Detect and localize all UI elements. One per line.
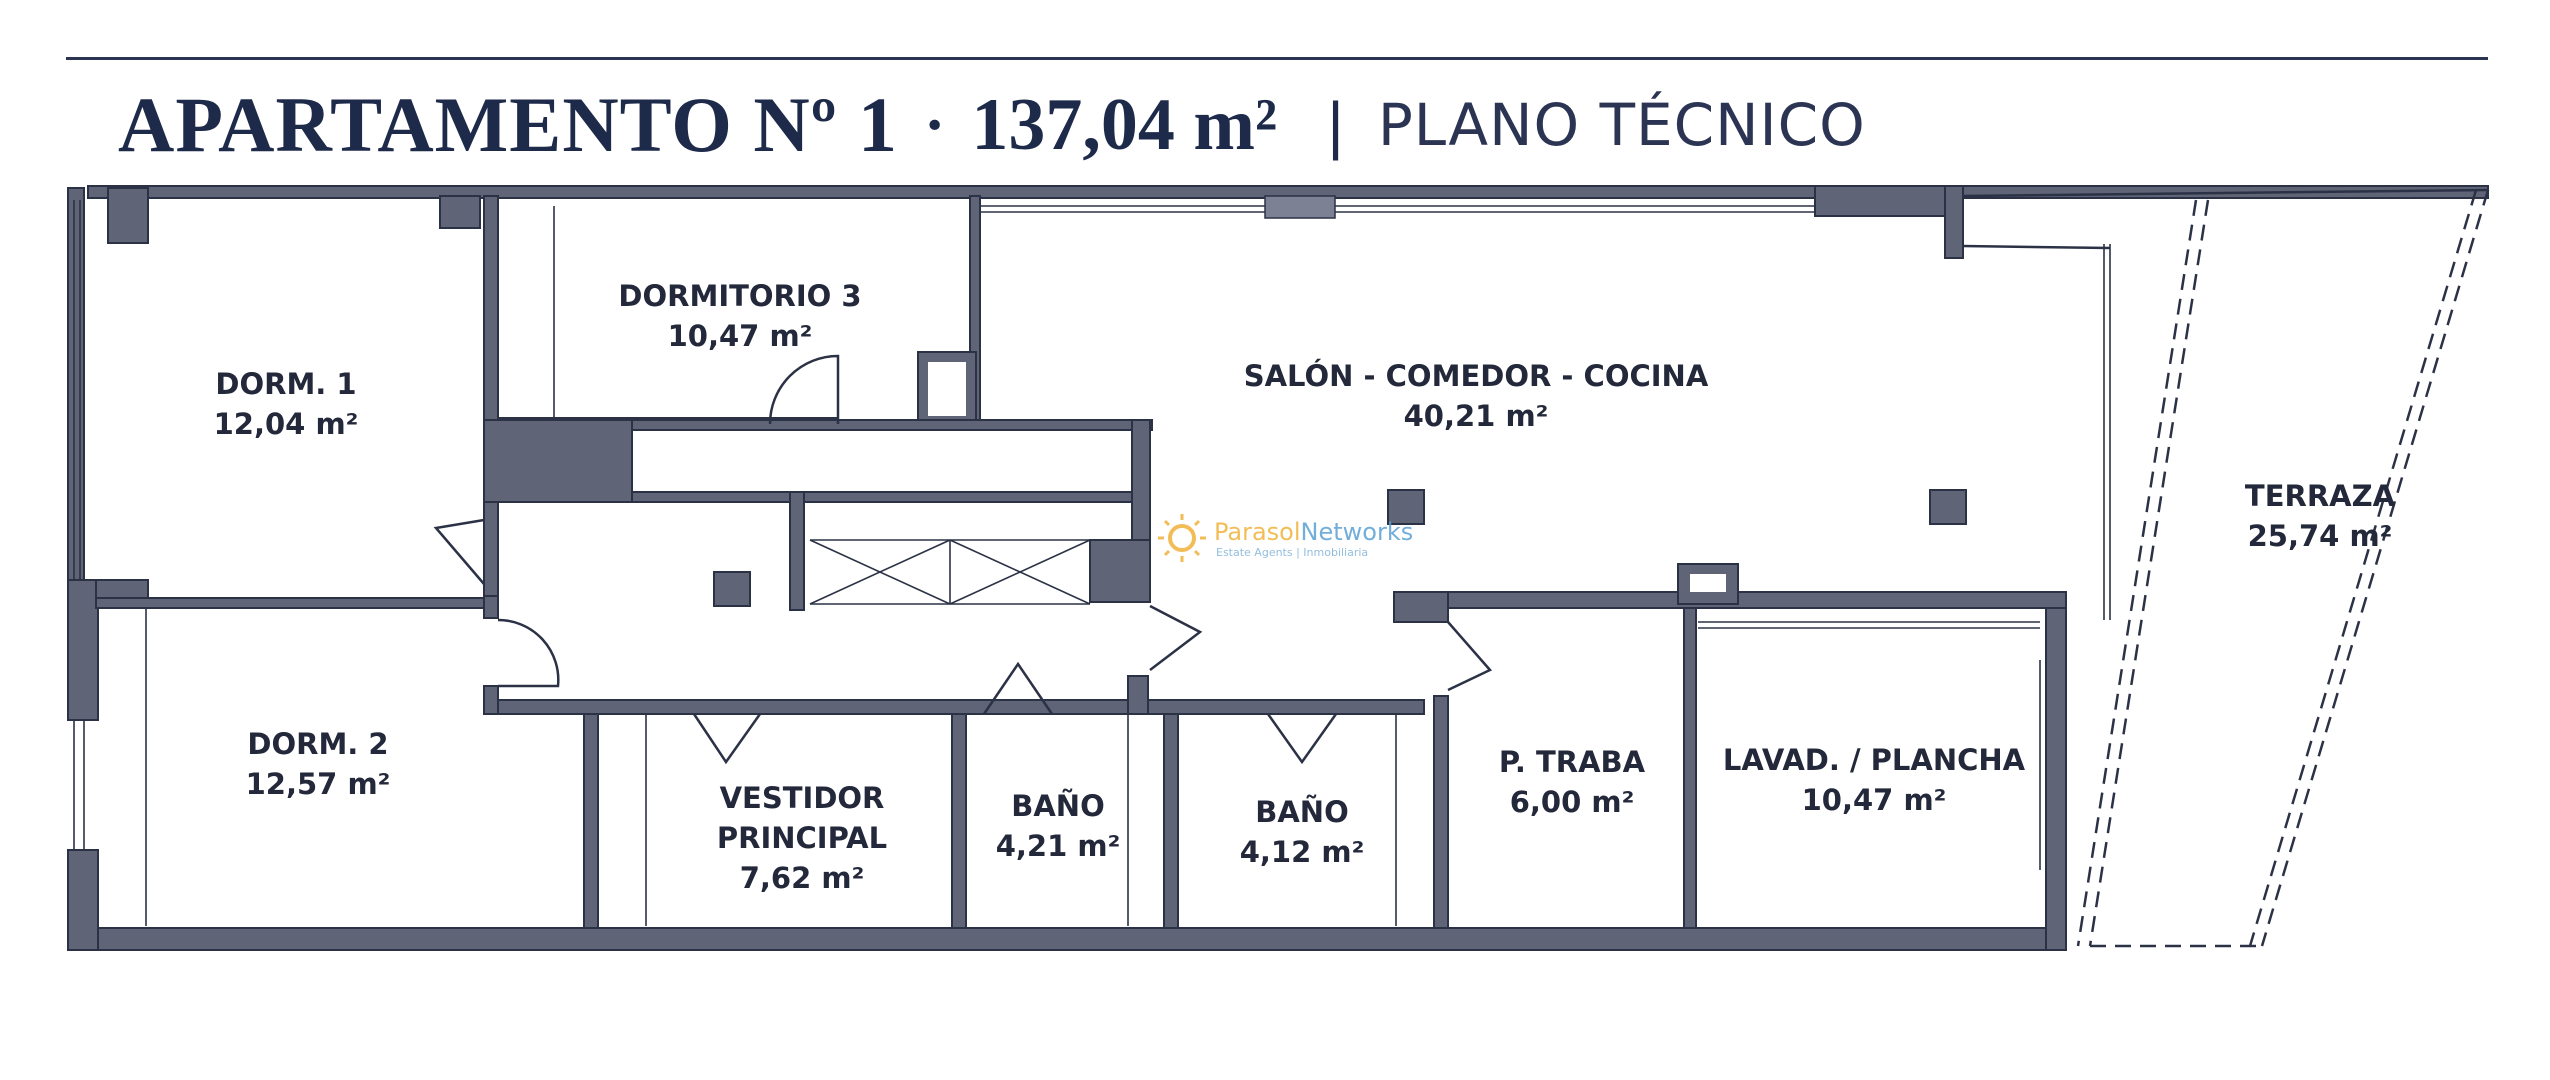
watermark-brand-part1: Parasol — [1214, 518, 1301, 546]
room-name-bano1: BAÑO — [1011, 789, 1104, 823]
wall-corridor-left — [483, 595, 499, 619]
room-area-vestidor: 7,62 m² — [740, 861, 865, 895]
title-divider: | — [1327, 89, 1344, 161]
right-wall-lavad — [2045, 597, 2067, 951]
wall-dorm2-right — [583, 713, 599, 929]
apartment-title: APARTAMENTO Nº 1 — [118, 81, 899, 168]
room-area-bano1: 4,21 m² — [996, 829, 1121, 863]
terrace — [1962, 188, 2490, 948]
wall-dorm1-right — [483, 195, 499, 597]
wall-dorm1-bottom — [95, 597, 485, 609]
room-name-terraza: TERRAZA — [2245, 479, 2396, 513]
staircase — [809, 539, 1091, 605]
exterior-walls — [67, 185, 2489, 951]
bottom-wall — [67, 927, 2047, 951]
left-wall-upper — [67, 187, 85, 589]
room-name-vestidor-2: PRINCIPAL — [717, 821, 887, 855]
block-corridor-left — [483, 419, 633, 503]
pier-top-right-drop — [1944, 185, 1964, 259]
sliding-doors — [145, 206, 2040, 926]
wall-vestidor-right — [951, 713, 967, 929]
wall-stair-mid — [631, 491, 1133, 503]
room-name-dorm3: DORMITORIO 3 — [618, 279, 861, 313]
room-area-salon: 40,21 m² — [1404, 399, 1549, 433]
apartment-total-area: 137,04 m² — [971, 83, 1278, 166]
doors — [433, 354, 1493, 765]
room-name-bano2: BAÑO — [1255, 795, 1348, 829]
interior-walls — [95, 195, 2067, 929]
column-salon-2 — [1929, 489, 1967, 525]
column-salon-1 — [1387, 489, 1425, 525]
top-windows — [978, 195, 1815, 219]
pier-top-right — [1814, 185, 1961, 217]
room-name-ptraba: P. TRABA — [1499, 745, 1646, 779]
wall-stair-top — [631, 419, 1153, 431]
room-name-dorm2: DORM. 2 — [247, 727, 388, 761]
room-area-lavad: 10,47 m² — [1802, 783, 1947, 817]
watermark-brand-part2: Networks — [1301, 518, 1414, 546]
room-area-dorm1: 12,04 m² — [214, 407, 359, 441]
room-labels: DORM. 1 12,04 m² DORMITORIO 3 10,47 m² S… — [214, 279, 2396, 895]
wall-bano1-right — [1163, 713, 1179, 929]
page-header: APARTAMENTO Nº 1 · 137,04 m² | PLANO TÉC… — [118, 70, 1866, 180]
room-name-dorm1: DORM. 1 — [215, 367, 356, 401]
sun-icon — [1158, 514, 1206, 562]
wall-corridor-bottom — [483, 699, 1425, 715]
pier-service-corner — [1393, 591, 1449, 623]
wall-bano2-right — [1433, 695, 1449, 929]
room-area-terraza: 25,74 m² — [2248, 519, 2393, 553]
left-wall-lower — [67, 579, 99, 721]
left-windows — [73, 200, 85, 850]
room-name-vestidor-1: VESTIDOR — [720, 781, 885, 815]
pier-corridor-right — [1127, 675, 1149, 715]
pier-dorm1-dorm3 — [439, 195, 481, 229]
header-rule — [66, 57, 2488, 60]
left-wall-bottom — [67, 849, 99, 951]
pier-stair — [1089, 539, 1151, 603]
svg-text:ParasolNetworks: ParasolNetworks — [1214, 518, 1413, 546]
column-hall — [713, 571, 751, 607]
corner-pier-tl — [107, 187, 149, 244]
watermark-tagline: Estate Agents | Inmobiliaria — [1216, 546, 1368, 559]
wall-stair-left — [789, 491, 805, 611]
room-area-dorm3: 10,47 m² — [668, 319, 813, 353]
wall-traba-right — [1683, 607, 1697, 929]
wall-corridor-left-low — [483, 685, 499, 715]
watermark-logo: ParasolNetworks Estate Agents | Inmobili… — [1158, 514, 1413, 562]
room-area-bano2: 4,12 m² — [1240, 835, 1365, 869]
room-name-lavad: LAVAD. / PLANCHA — [1723, 743, 2026, 777]
plan-subtitle: PLANO TÉCNICO — [1377, 91, 1866, 159]
title-separator-dot: · — [924, 89, 946, 160]
room-area-ptraba: 6,00 m² — [1510, 785, 1635, 819]
room-area-dorm2: 12,57 m² — [246, 767, 391, 801]
room-name-salon: SALÓN - COMEDOR - COCINA — [1244, 359, 1709, 393]
